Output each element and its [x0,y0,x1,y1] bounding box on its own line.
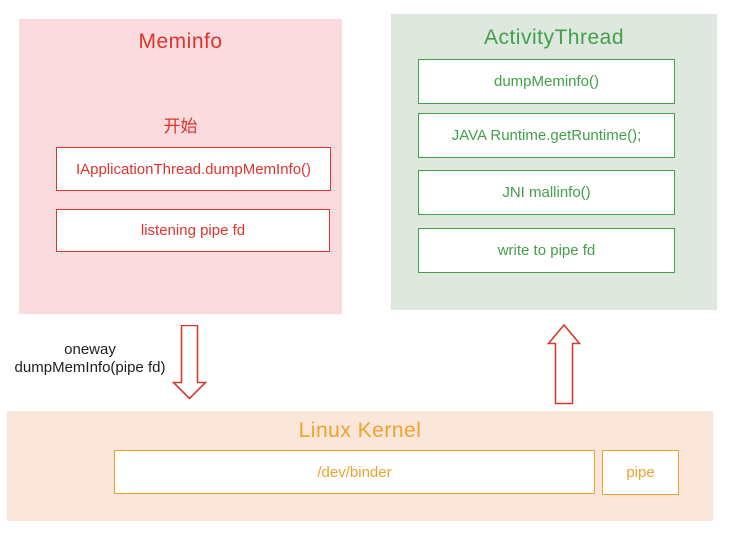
pipe-box: pipe [602,450,679,495]
activity-step-dumpmeminfo: dumpMeminfo() [418,59,675,104]
meminfo-step-listening-pipe-fd: listening pipe fd [56,209,330,252]
meminfo-step-dumpmeminfo-call: IApplicationThread.dumpMemInfo() [56,147,331,191]
linux-kernel-panel-title: Linux Kernel [298,419,422,442]
activity-step-write-to-pipe-fd: write to pipe fd [418,228,675,273]
meminfo-panel-title: Meminfo [138,30,223,53]
up-arrow-icon [547,324,581,405]
oneway-call-label: oneway dumpMemInfo(pipe fd) [8,341,172,377]
activity-thread-panel: ActivityThread dumpMeminfo() JAVA Runtim… [391,14,717,310]
oneway-call-label-line1: oneway [64,341,116,358]
oneway-call-label-line2: dumpMemInfo(pipe fd) [14,359,166,376]
linux-kernel-panel: Linux Kernel /dev/binder pipe [7,411,713,521]
down-arrow-icon [172,325,207,400]
meminfo-panel: Meminfo 开始 IApplicationThread.dumpMemInf… [19,19,342,314]
activity-thread-panel-title: ActivityThread [483,26,625,49]
start-label: 开始 [163,117,198,136]
dev-binder-box: /dev/binder [114,450,595,494]
activity-step-jni-mallinfo: JNI mallinfo() [418,170,675,215]
activity-step-java-runtime: JAVA Runtime.getRuntime(); [418,113,675,158]
